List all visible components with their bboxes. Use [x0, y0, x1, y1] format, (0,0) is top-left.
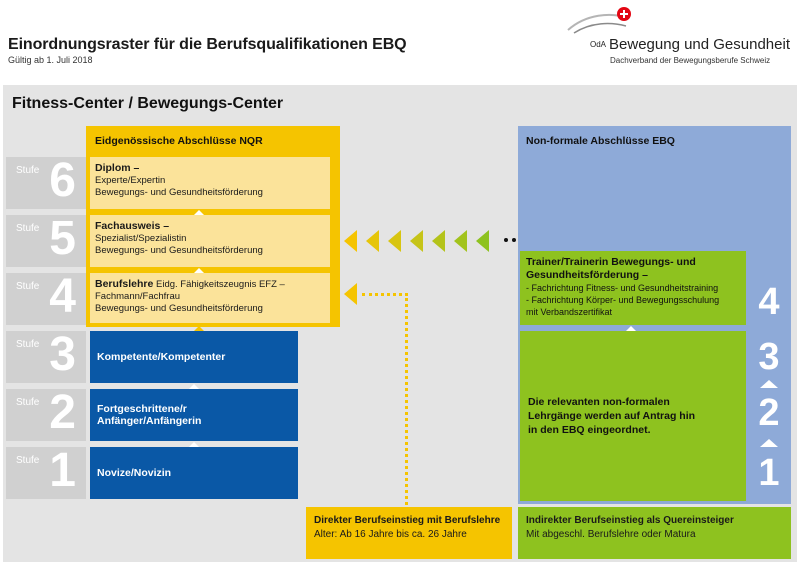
connector-triangle-icon: [194, 268, 204, 273]
diplom-title: Diplom –: [95, 162, 140, 174]
valid-date: Gültig ab 1. Juli 2018: [8, 55, 93, 65]
arrow-left-icon: [388, 230, 401, 252]
logo-subtitle: Dachverband der Bewegungsberufe Schweiz: [610, 56, 771, 65]
stufe-4: Stufe 4: [6, 270, 86, 325]
nonformal-heading: Non-formale Abschlüsse EBQ: [526, 135, 675, 147]
dotted-yellow-connector: [362, 293, 408, 296]
berufslehre-title: Berufslehre: [95, 278, 154, 290]
arrow-left-icon: [476, 230, 489, 252]
indirect-entry-title: Indirekter Berufseinstieg als Quereinste…: [526, 515, 734, 526]
stufe-number: 5: [49, 212, 76, 265]
fachausweis-line1: Spezialist/Spezialistin: [95, 233, 187, 244]
trainer-line1: - Fachrichtung Fitness- und Gesundheitst…: [526, 283, 719, 293]
berufslehre-line1: Fachmann/Fachfrau: [95, 291, 181, 302]
stufe-label: Stufe: [16, 455, 40, 466]
fachausweis-title: Fachausweis –: [95, 220, 170, 232]
stufe-5: Stufe 5: [6, 212, 86, 267]
stufe-label: Stufe: [16, 397, 40, 408]
stufe-2: Stufe 2: [6, 386, 86, 441]
fachausweis-line2: Bewegungs- und Gesundheitsförderung: [95, 245, 263, 256]
fortgeschritten-line1: Fortgeschrittene/r: [97, 403, 187, 415]
fortgeschritten-box: Fortgeschrittene/r Anfänger/Anfängerin: [90, 389, 298, 441]
connector-triangle-icon: [194, 210, 204, 215]
arrow-left-icon: [432, 230, 445, 252]
stufe-6: Stufe 6: [6, 154, 86, 209]
nqr-heading: Eidgenössische Abschlüsse NQR: [95, 135, 263, 147]
novize-box: Novize/Novizin: [90, 447, 298, 499]
direct-entry-title: Direkter Berufseinstieg mit Berufslehre: [314, 515, 501, 526]
up-triangle-icon: [760, 439, 778, 447]
arrow-left-icon: [344, 283, 357, 305]
novize-label: Novize/Novizin: [97, 467, 172, 479]
stufe-label: Stufe: [16, 165, 40, 176]
connector-triangle-icon: [626, 326, 636, 331]
diplom-line1: Experte/Expertin: [95, 175, 166, 186]
relevant-courses-box: Die relevanten non-formalen Lehrgänge we…: [520, 331, 746, 501]
arrow-left-icon: [454, 230, 467, 252]
level-number-1: 1: [758, 452, 780, 494]
connector-triangle-icon: [194, 326, 204, 331]
direct-entry-box: Direkter Berufseinstieg mit Berufslehre …: [306, 507, 512, 559]
fortgeschritten-line2: Anfänger/Anfängerin: [97, 415, 202, 427]
berufslehre-box: Berufslehre Eidg. Fähigkeitszeugnis EFZ …: [90, 273, 330, 323]
diplom-line2: Bewegungs- und Gesundheitsförderung: [95, 187, 263, 198]
indirect-entry-box: Indirekter Berufseinstieg als Quereinste…: [518, 507, 791, 559]
arrow-left-icon: [410, 230, 423, 252]
level-number-3: 3: [758, 336, 780, 378]
oda-logo-icon: [567, 7, 631, 34]
stufe-number: 3: [49, 328, 76, 381]
up-triangle-icon: [760, 380, 778, 388]
trainer-title2: Gesundheitsförderung –: [526, 269, 648, 281]
berufslehre-line2: Bewegungs- und Gesundheitsförderung: [95, 303, 263, 314]
connector-triangle-icon: [189, 384, 199, 389]
trainer-box: Trainer/Trainerin Bewegungs- und Gesundh…: [520, 251, 746, 325]
kompetent-box: Kompetente/Kompetenter: [90, 331, 298, 383]
dotted-yellow-connector: [405, 293, 408, 505]
relevant-line3: in den EBQ eingeordnet.: [528, 424, 651, 436]
indirect-entry-requirement: Mit abgeschl. Berufslehre oder Matura: [526, 529, 696, 540]
relevant-line1: Die relevanten non-formalen: [528, 396, 670, 408]
level-number-4: 4: [758, 281, 780, 323]
trainer-title1: Trainer/Trainerin Bewegungs- und: [526, 256, 696, 268]
page-title: Einordnungsraster für die Berufsqualifik…: [8, 36, 407, 53]
connector-triangle-icon: [189, 442, 199, 447]
trainer-line2: - Fachrichtung Körper- und Bewegungsschu…: [526, 295, 720, 305]
level-number-2: 2: [758, 392, 780, 434]
stufe-label: Stufe: [16, 223, 40, 234]
stufe-number: 1: [49, 444, 76, 497]
stufe-3: Stufe 3: [6, 328, 86, 383]
stufe-number: 4: [49, 270, 76, 323]
stufe-label: Stufe: [16, 339, 40, 350]
stufe-number: 2: [49, 386, 76, 439]
diplom-box: Diplom – Experte/Expertin Bewegungs- und…: [90, 157, 330, 209]
section-title: Fitness-Center / Bewegungs-Center: [12, 95, 284, 112]
direct-entry-age: Alter: Ab 16 Jahre bis ca. 26 Jahre: [314, 529, 467, 540]
fachausweis-box: Fachausweis – Spezialist/Spezialistin Be…: [90, 215, 330, 267]
stufe-label: Stufe: [16, 281, 40, 292]
berufslehre-efz: Eidg. Fähigkeitszeugnis EFZ –: [156, 279, 285, 290]
arrow-left-icon: [366, 230, 379, 252]
stufe-number: 6: [49, 154, 76, 207]
arrow-left-icon: [344, 230, 357, 252]
kompetent-label: Kompetente/Kompetenter: [97, 351, 226, 363]
relevant-line2: Lehrgänge werden auf Antrag hin: [528, 410, 696, 422]
trainer-line3: mit Verbandszertifikat: [526, 307, 613, 317]
stufe-1: Stufe 1: [6, 444, 86, 499]
